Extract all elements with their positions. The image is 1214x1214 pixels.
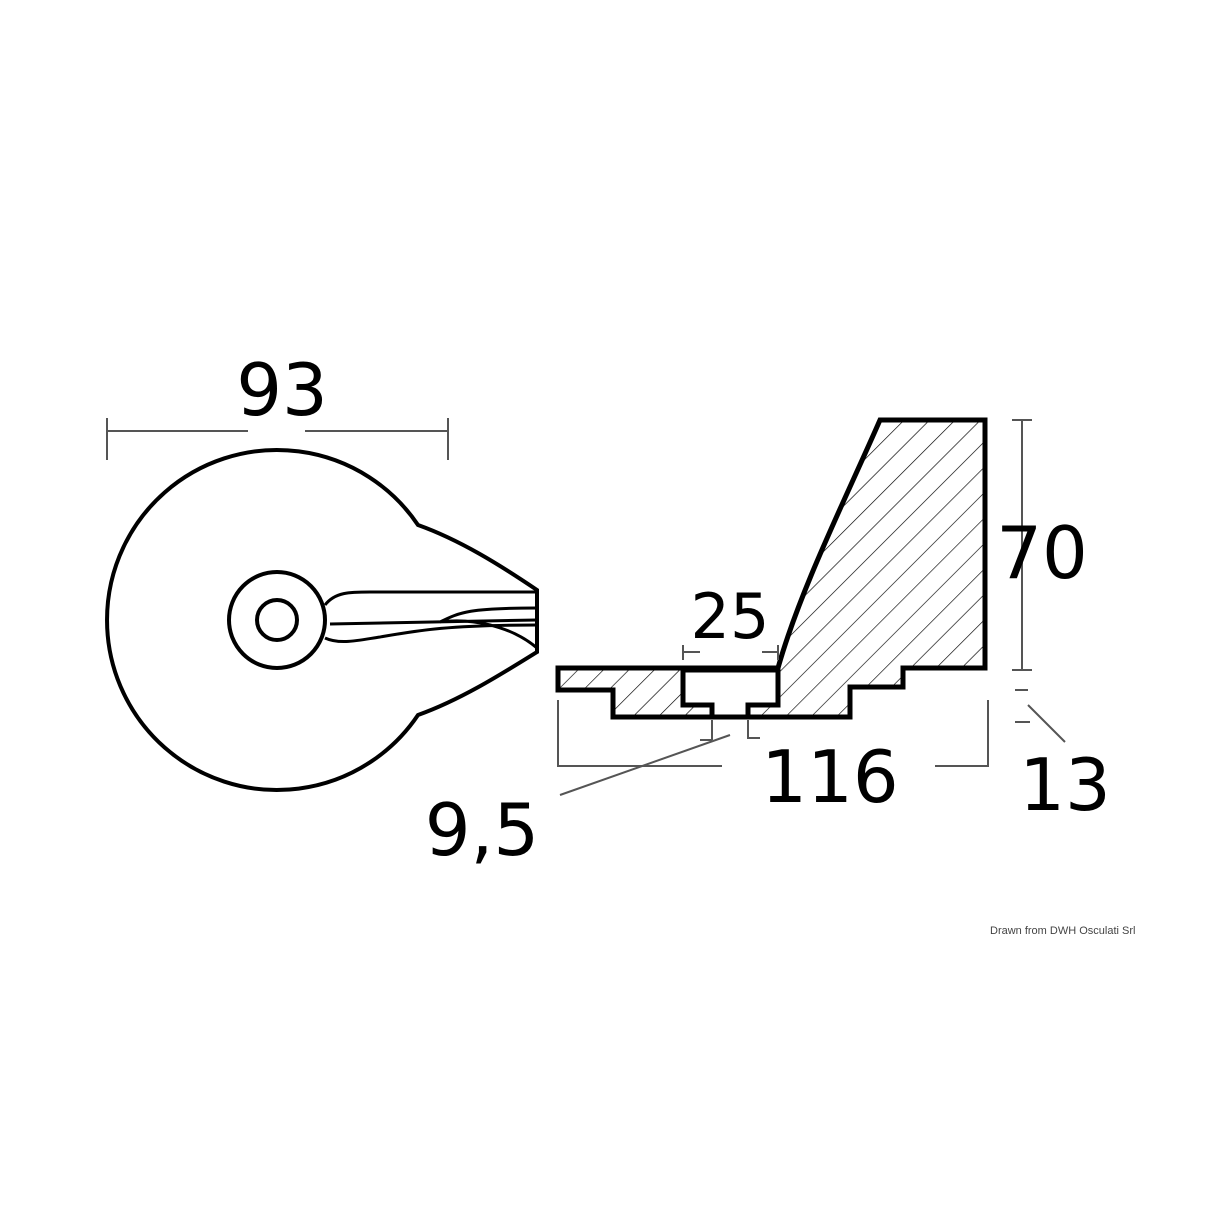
dim-93-label: 93 <box>236 348 328 432</box>
dim-9-5-label: 9,5 <box>425 788 540 872</box>
dim-70-label: 70 <box>996 511 1088 595</box>
dim-70-line <box>1012 419 1032 671</box>
side-view <box>555 417 988 720</box>
dim-9-5-line <box>559 720 760 796</box>
dim-13-line <box>1015 689 1066 743</box>
credit-text: Drawn from DWH Osculati Srl <box>990 925 1135 937</box>
dim-25-label: 25 <box>691 580 770 653</box>
dim-13-label: 13 <box>1019 743 1111 827</box>
fin-edge <box>323 590 538 650</box>
slot-interior <box>680 667 781 720</box>
hub-outer <box>227 570 327 670</box>
dim-116-label: 116 <box>761 735 898 819</box>
anode-outline <box>105 448 539 792</box>
dim-116-line <box>557 700 989 767</box>
hub-hole <box>255 598 299 642</box>
front-view <box>105 448 539 792</box>
dimension-lines <box>106 418 1066 796</box>
dim-25-line <box>682 645 779 660</box>
dim-93-line <box>106 418 449 460</box>
